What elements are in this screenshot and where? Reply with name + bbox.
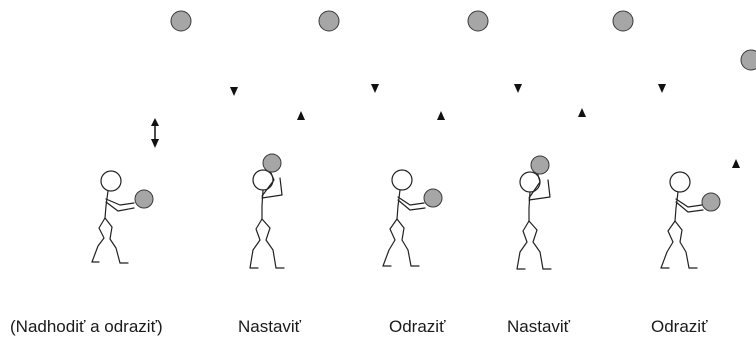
arrow-up-icon bbox=[578, 108, 586, 117]
ball-icon bbox=[740, 49, 756, 71]
stick-figure-icon bbox=[382, 169, 426, 267]
ball-icon bbox=[423, 188, 443, 208]
up-arrows bbox=[297, 108, 740, 168]
ball-icon bbox=[262, 153, 282, 173]
arrow-down-icon bbox=[658, 84, 666, 93]
caption-toss-and-bump: (Nadhodiť a odraziť) bbox=[10, 317, 163, 336]
ball-icon bbox=[170, 10, 192, 32]
top-balls bbox=[170, 10, 756, 71]
ball-icon bbox=[467, 10, 489, 32]
stick-figure-icon bbox=[249, 165, 285, 269]
arrow-down-icon bbox=[514, 84, 522, 93]
arrow-up-icon bbox=[297, 111, 305, 120]
caption-bump: Odraziť bbox=[651, 317, 708, 336]
caption-set: Nastaviť bbox=[238, 317, 302, 336]
down-arrows bbox=[230, 84, 666, 96]
ball-icon bbox=[612, 10, 634, 32]
caption-bump: Odraziť bbox=[389, 317, 446, 336]
ball-icon bbox=[134, 189, 154, 209]
stick-figure-icon bbox=[516, 167, 552, 270]
stick-figure-icon bbox=[660, 171, 704, 269]
arrow-down-icon bbox=[371, 84, 379, 93]
arrow-up-icon bbox=[732, 159, 740, 168]
arrow-up-icon bbox=[437, 111, 445, 120]
caption-set: Nastaviť bbox=[507, 317, 571, 336]
stick-figure-icon bbox=[91, 170, 135, 264]
arrow-down-icon bbox=[230, 87, 238, 96]
ball-icon bbox=[701, 192, 721, 212]
ball-icon bbox=[530, 155, 550, 175]
arrow-updown-icon bbox=[151, 118, 159, 148]
ball-icon bbox=[318, 10, 340, 32]
